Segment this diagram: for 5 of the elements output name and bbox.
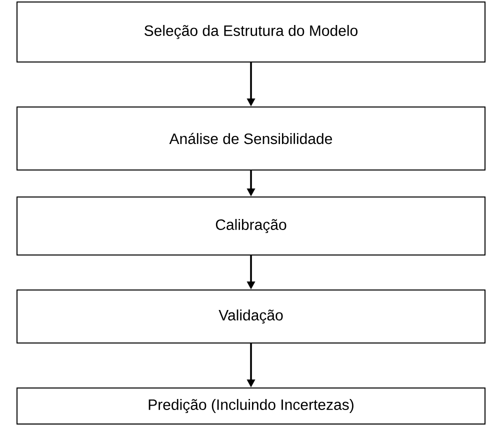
process-box: Análise de Sensibilidade [16,106,486,170]
process-box: Predição (Incluindo Incertezas) [16,388,486,424]
process-box: Validação [16,290,486,344]
process-box: Seleção da Estrutura do Modelo [16,2,486,62]
process-box: Calibração [16,196,486,256]
